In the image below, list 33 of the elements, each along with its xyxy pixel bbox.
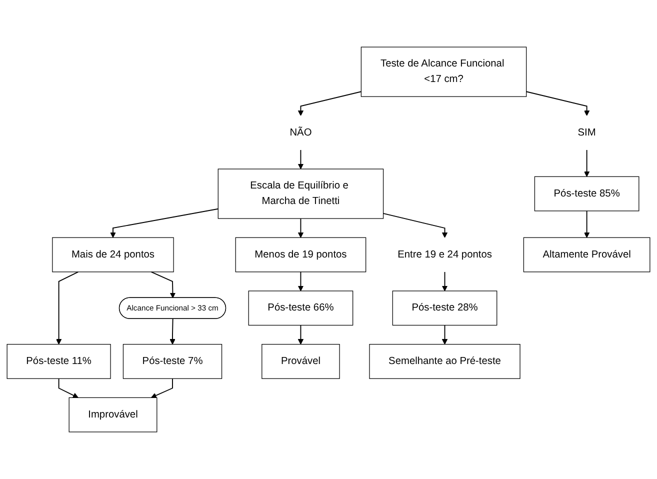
node-text: SIM [578, 127, 596, 138]
arrow [58, 378, 78, 398]
arrow [56, 271, 79, 345]
arrow [442, 271, 448, 292]
node-box: Pós-teste 7% [122, 344, 222, 379]
arrow [150, 271, 176, 298]
arrow [170, 318, 176, 345]
arrow [151, 378, 173, 398]
arrow [298, 218, 304, 238]
arrow [584, 210, 590, 238]
node-box: Pós-teste 85% [534, 176, 640, 212]
arrow [584, 149, 590, 177]
node-box: Menos de 19 pontos [235, 237, 366, 272]
arrow [298, 149, 304, 170]
node-text: NÃO [290, 127, 312, 138]
arrow [298, 271, 304, 292]
node-box: Pós-teste 66% [248, 290, 354, 326]
node-box: Teste de Alcance Funcional <17 cm? [360, 46, 527, 97]
node-box: Pós-teste 28% [392, 290, 498, 326]
node-box: Altamente Provável [523, 237, 650, 272]
arrow [382, 212, 448, 238]
arrow [298, 91, 362, 116]
node-box: Escala de Equilíbrio e Marcha de Tinetti [218, 168, 384, 219]
node-box: Semelhante ao Pré-teste [369, 344, 520, 379]
node-box: Mais de 24 pontos [52, 237, 174, 272]
node-box: Improvável [68, 397, 158, 432]
node-box: Pós-teste 11% [6, 344, 111, 379]
arrow [110, 208, 219, 238]
node-box: Provável [262, 344, 340, 379]
arrow [526, 91, 590, 116]
arrow [298, 324, 304, 345]
node-text: Entre 19 e 24 pontos [398, 249, 492, 260]
arrow [442, 324, 448, 345]
